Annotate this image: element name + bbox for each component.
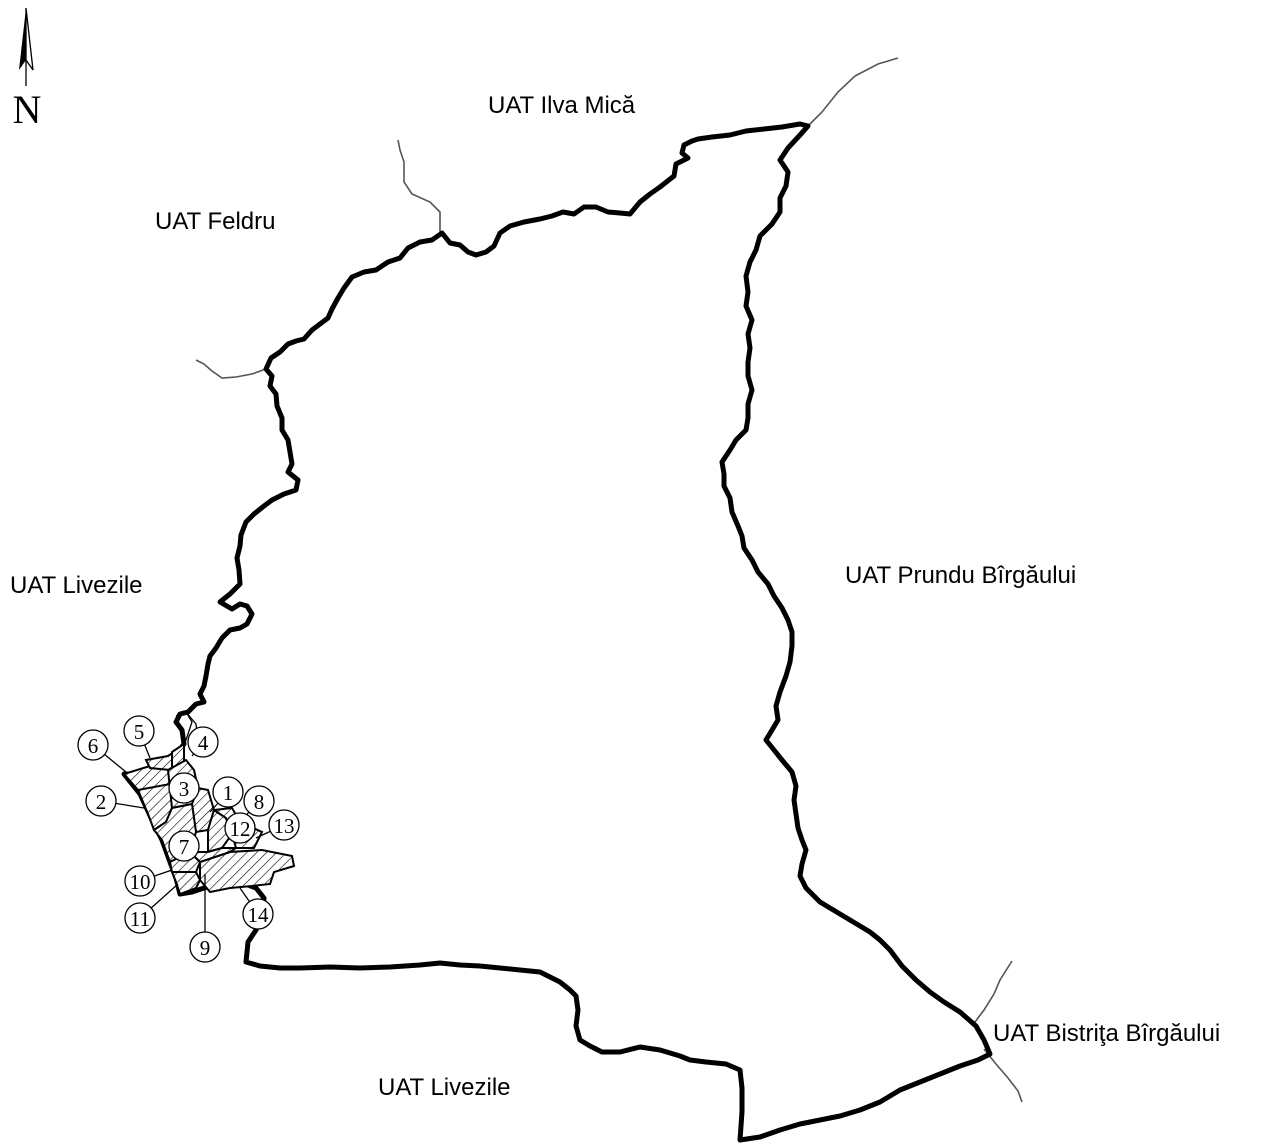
uat-label-feldru: UAT Feldru [155,208,275,235]
parcel-marker-11 [124,902,156,934]
parcel-number-9: 9 [200,936,211,960]
parcel-marker-8 [243,785,275,817]
parcel-marker-13 [268,809,300,841]
uat-label-livezile-west: UAT Livezile [10,572,143,599]
parcel-number-5: 5 [134,720,145,744]
parcel-marker-7 [168,830,200,862]
parcel-marker-12 [224,812,256,844]
parcel-number-13: 13 [274,814,295,838]
parcel-number-3: 3 [179,777,190,801]
parcel-marker-1 [212,776,244,808]
parcel-marker-9 [189,931,221,963]
parcel-number-2: 2 [96,790,107,814]
parcel-number-6: 6 [88,734,99,758]
parcel-marker-3 [168,772,200,804]
parcel-marker-6 [77,729,109,761]
parcel-number-8: 8 [254,790,265,814]
parcel-number-4: 4 [198,731,209,755]
parcel-area-11 [170,871,202,896]
uat-label-ilva-mica: UAT Ilva Mică [488,92,636,119]
parcel-marker-5 [123,715,155,747]
uat-label-livezile-south: UAT Livezile [378,1074,511,1101]
uat-label-bistrita-birgaului: UAT Bistriţa Bîrgăului [993,1020,1220,1047]
north-arrow: N [13,7,42,132]
parcel-marker-14 [242,898,274,930]
parcel-marker-4 [187,726,219,758]
parcel-area-14 [199,848,296,894]
parcel-marker-10 [124,865,156,897]
parcel-number-11: 11 [130,907,150,931]
parcel-number-12: 12 [230,817,251,841]
north-letter: N [13,87,42,132]
parcel-number-1: 1 [223,781,234,805]
parcel-number-10: 10 [130,870,151,894]
uat-label-prundu-birgaului: UAT Prundu Bîrgăului [845,562,1076,589]
neighbor-lines [195,57,1023,1103]
parcel-number-7: 7 [179,835,190,859]
parcel-number-14: 14 [248,903,270,927]
territory-boundary [121,121,993,1143]
parcel-area-9 [187,847,240,864]
parcel-marker-2 [85,785,117,817]
